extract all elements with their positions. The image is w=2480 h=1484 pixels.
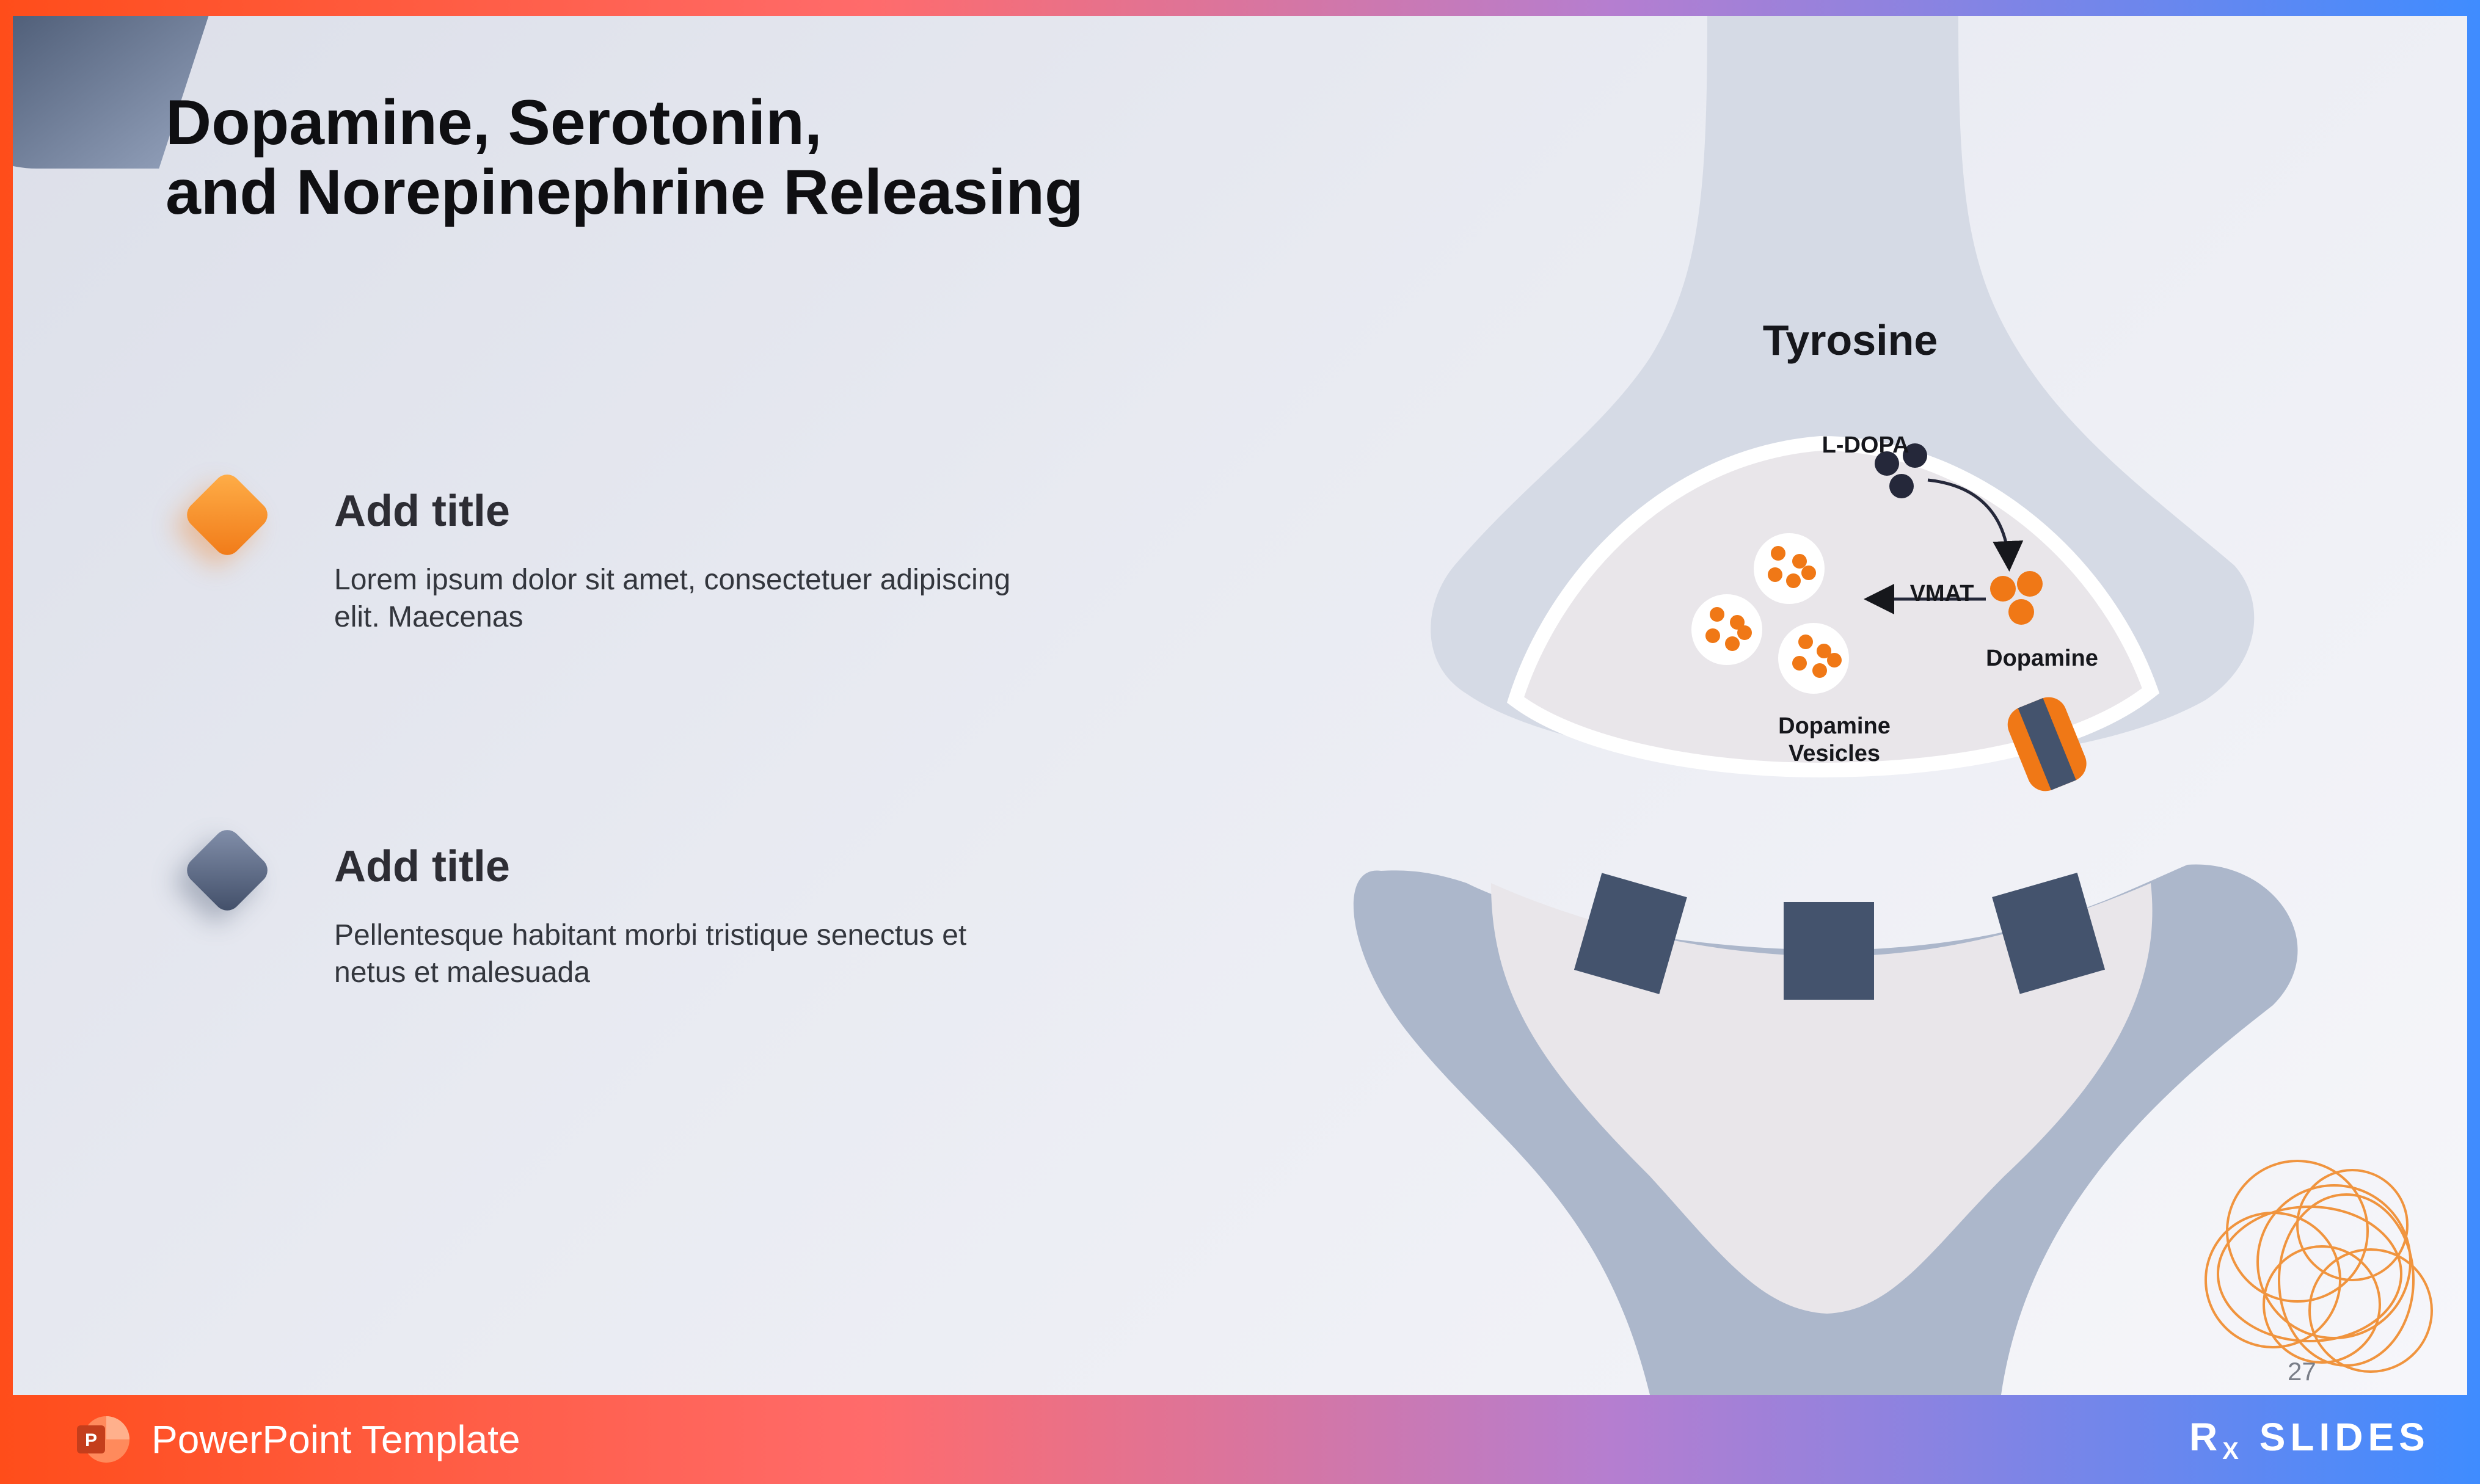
label-ldopa: L-DOPA [1822, 432, 1909, 458]
receptor-center [1784, 902, 1874, 1000]
ldopa-molecule [1889, 474, 1914, 498]
item-title: Add title [334, 842, 510, 891]
scribble-decoration [2205, 1160, 2433, 1373]
presynaptic-terminal-membrane [1506, 435, 2160, 778]
item-body: Pellentesque habitant morbi tristique se… [334, 919, 967, 989]
label-dopamine: Dopamine [1986, 646, 2098, 671]
label-vesicles-line-1: Dopamine [1778, 713, 1891, 739]
svg-text:P: P [85, 1430, 97, 1450]
brand-logo: RX SLIDES [2189, 1414, 2430, 1465]
powerpoint-icon: P [77, 1416, 129, 1463]
title-line-1: Dopamine, Serotonin, [166, 87, 822, 158]
footer-bar: P PowerPoint Template RX SLIDES [0, 1395, 2480, 1484]
ldopa-molecule [1875, 451, 1899, 476]
label-vesicles-line-2: Vesicles [1789, 741, 1880, 766]
slide-title: Dopamine, Serotonin, and Norepinephrine … [166, 88, 1084, 228]
receptor-left [1574, 873, 1687, 994]
dopamine-molecule [2017, 571, 2043, 597]
vesicle [1778, 623, 1849, 694]
footer-label: PowerPoint Template [151, 1417, 520, 1461]
brand-rest: SLIDES [2259, 1415, 2430, 1459]
slide: Dopamine, Serotonin, and Norepinephrine … [13, 16, 2467, 1395]
vesicle [1691, 594, 1762, 665]
label-vmat: VMAT [1910, 581, 1974, 606]
page-number: 27 [2288, 1357, 2316, 1386]
synthesis-arrow [1927, 478, 2024, 572]
dopamine-molecule [1990, 576, 2016, 602]
ldopa-molecule [1903, 443, 1927, 468]
brand-main: R [2189, 1415, 2223, 1459]
vesicle [1754, 533, 1825, 604]
item-title: Add title [334, 487, 510, 536]
synapse-diagram: Tyrosine L-DOPA VMAT Dopamine Dopamine V… [1353, 16, 2433, 1395]
dopamine-molecule [2008, 599, 2034, 625]
transporter-icon [2007, 697, 2087, 791]
title-line-2: and Norepinephrine Releasing [166, 157, 1084, 228]
brand-sub: X [2222, 1437, 2244, 1464]
receptor-right [1992, 873, 2106, 994]
item-body: Lorem ipsum dolor sit amet, consectetuer… [334, 564, 1011, 633]
label-tyrosine: Tyrosine [1763, 316, 1938, 364]
